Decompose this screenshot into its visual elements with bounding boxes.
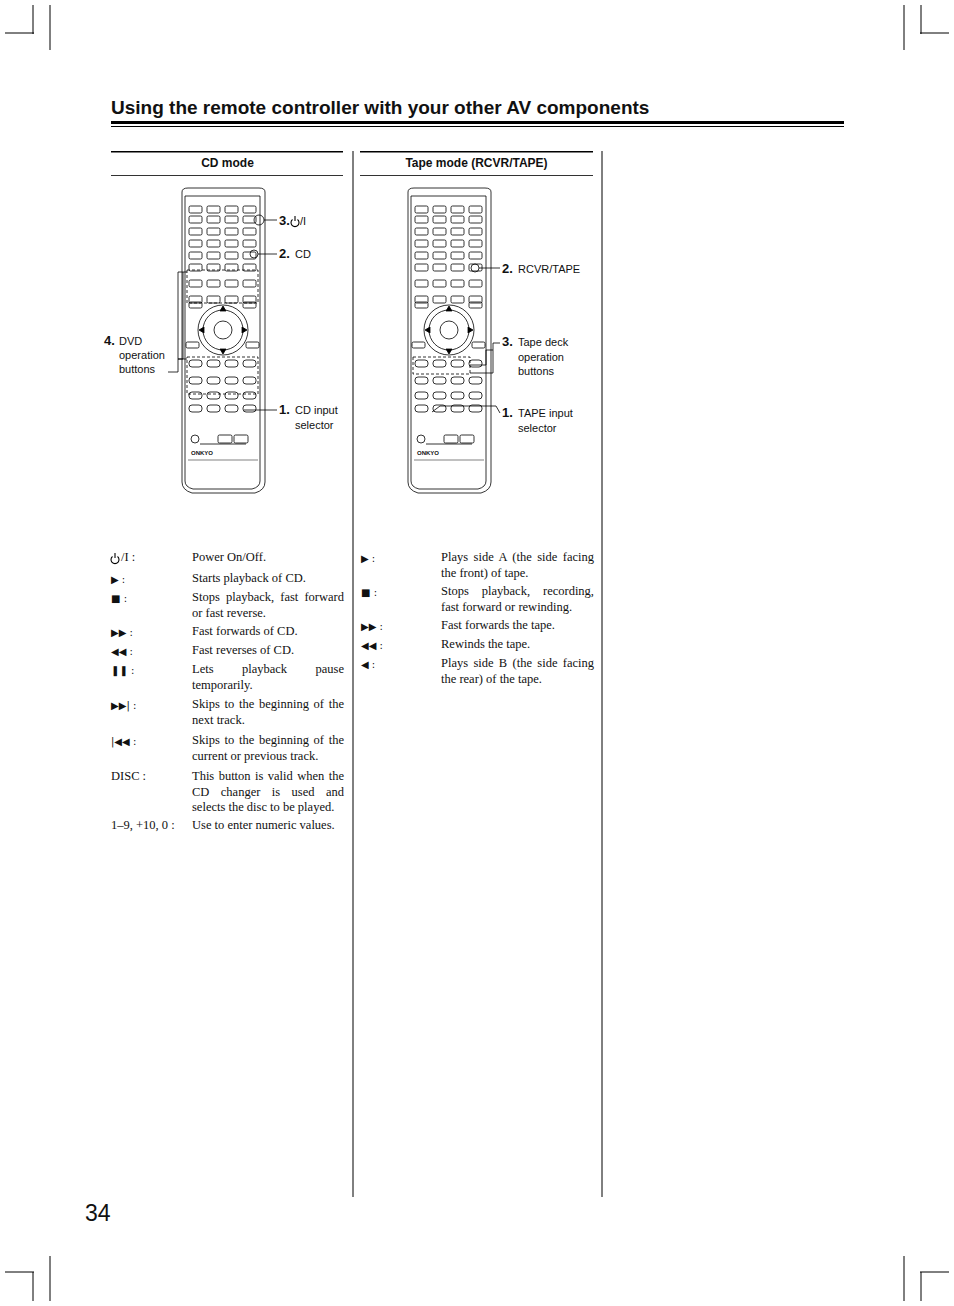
remote-controller: [182, 188, 265, 493]
button-symbol: ▶ :: [361, 551, 375, 567]
callout-number: 1.: [279, 402, 290, 418]
callout-number: 2.: [502, 261, 513, 277]
button-description: Stops playback, fast forward or fast rev…: [192, 590, 344, 621]
button-description: This button is valid when the CD changer…: [192, 769, 344, 816]
button-description: Fast forwards the tape.: [441, 618, 594, 634]
button-description: Lets playback pause temporarily.: [192, 662, 344, 693]
page-number: 34: [85, 1200, 111, 1226]
button-description: Fast forwards of CD.: [192, 624, 344, 640]
rules: [111, 121, 844, 1197]
button-symbol: ◀◀ :: [361, 638, 383, 654]
brand-logo: ONKYO: [191, 450, 213, 457]
callout-label: CD: [295, 247, 311, 263]
button-symbol: ■ :: [361, 585, 377, 601]
remote-controller: [408, 188, 491, 493]
button-description: Starts playback of CD.: [192, 571, 344, 587]
button-symbol: 1–9, +10, 0 :: [111, 818, 175, 834]
button-symbol: ■ :: [111, 591, 127, 607]
column-heading: Tape mode (RCVR/TAPE): [360, 156, 593, 172]
remote-illustrations: [182, 188, 491, 493]
button-symbol: |◀◀ :: [111, 734, 136, 750]
callout-label: /I: [300, 214, 306, 230]
button-description: Rewinds the tape.: [441, 637, 594, 653]
callout-number: 1.: [502, 405, 513, 421]
button-description: Fast reverses of CD.: [192, 643, 344, 659]
button-symbol: ▶▶ :: [361, 619, 383, 635]
button-description: Stops playback, recording, fast forward …: [441, 584, 594, 615]
page-title: Using the remote controller with your ot…: [111, 97, 649, 119]
button-symbol: /I :: [121, 550, 135, 566]
button-symbol: DISC :: [111, 769, 146, 785]
callout-number: 3.: [279, 213, 290, 229]
button-symbol: ▶▶| :: [111, 698, 136, 714]
power-icons: [111, 216, 299, 564]
column-heading: CD mode: [111, 156, 344, 172]
button-symbol: ◀ :: [361, 657, 375, 673]
callout-label: DVD operation buttons: [119, 334, 175, 376]
callout-number: 3.: [502, 334, 513, 350]
callout-label: CD input selector: [295, 403, 355, 432]
button-description: Skips to the beginning of the next track…: [192, 697, 344, 728]
brand-logo: ONKYO: [417, 450, 439, 457]
button-description: Plays side B (the side facing the rear) …: [441, 656, 594, 687]
button-description: Use to enter numeric values.: [192, 818, 344, 834]
leader-lines: [168, 215, 500, 413]
button-symbol: ▶ :: [111, 572, 125, 588]
button-description: Power On/Off.: [192, 550, 344, 566]
callout-number: 4.: [104, 333, 115, 349]
button-symbol: ◀◀ :: [111, 644, 133, 660]
button-symbol: ▶▶ :: [111, 625, 133, 641]
callout-number: 2.: [279, 246, 290, 262]
button-description: Skips to the beginning of the current or…: [192, 733, 344, 764]
callout-label: TAPE input selector: [518, 406, 584, 435]
callout-label: RCVR/TAPE: [518, 262, 580, 278]
crop-marks: [5, 5, 949, 1301]
button-symbol: ❚❚ :: [111, 663, 134, 679]
callout-label: Tape deck operation buttons: [518, 335, 584, 379]
button-description: Plays side A (the side facing the front)…: [441, 550, 594, 581]
